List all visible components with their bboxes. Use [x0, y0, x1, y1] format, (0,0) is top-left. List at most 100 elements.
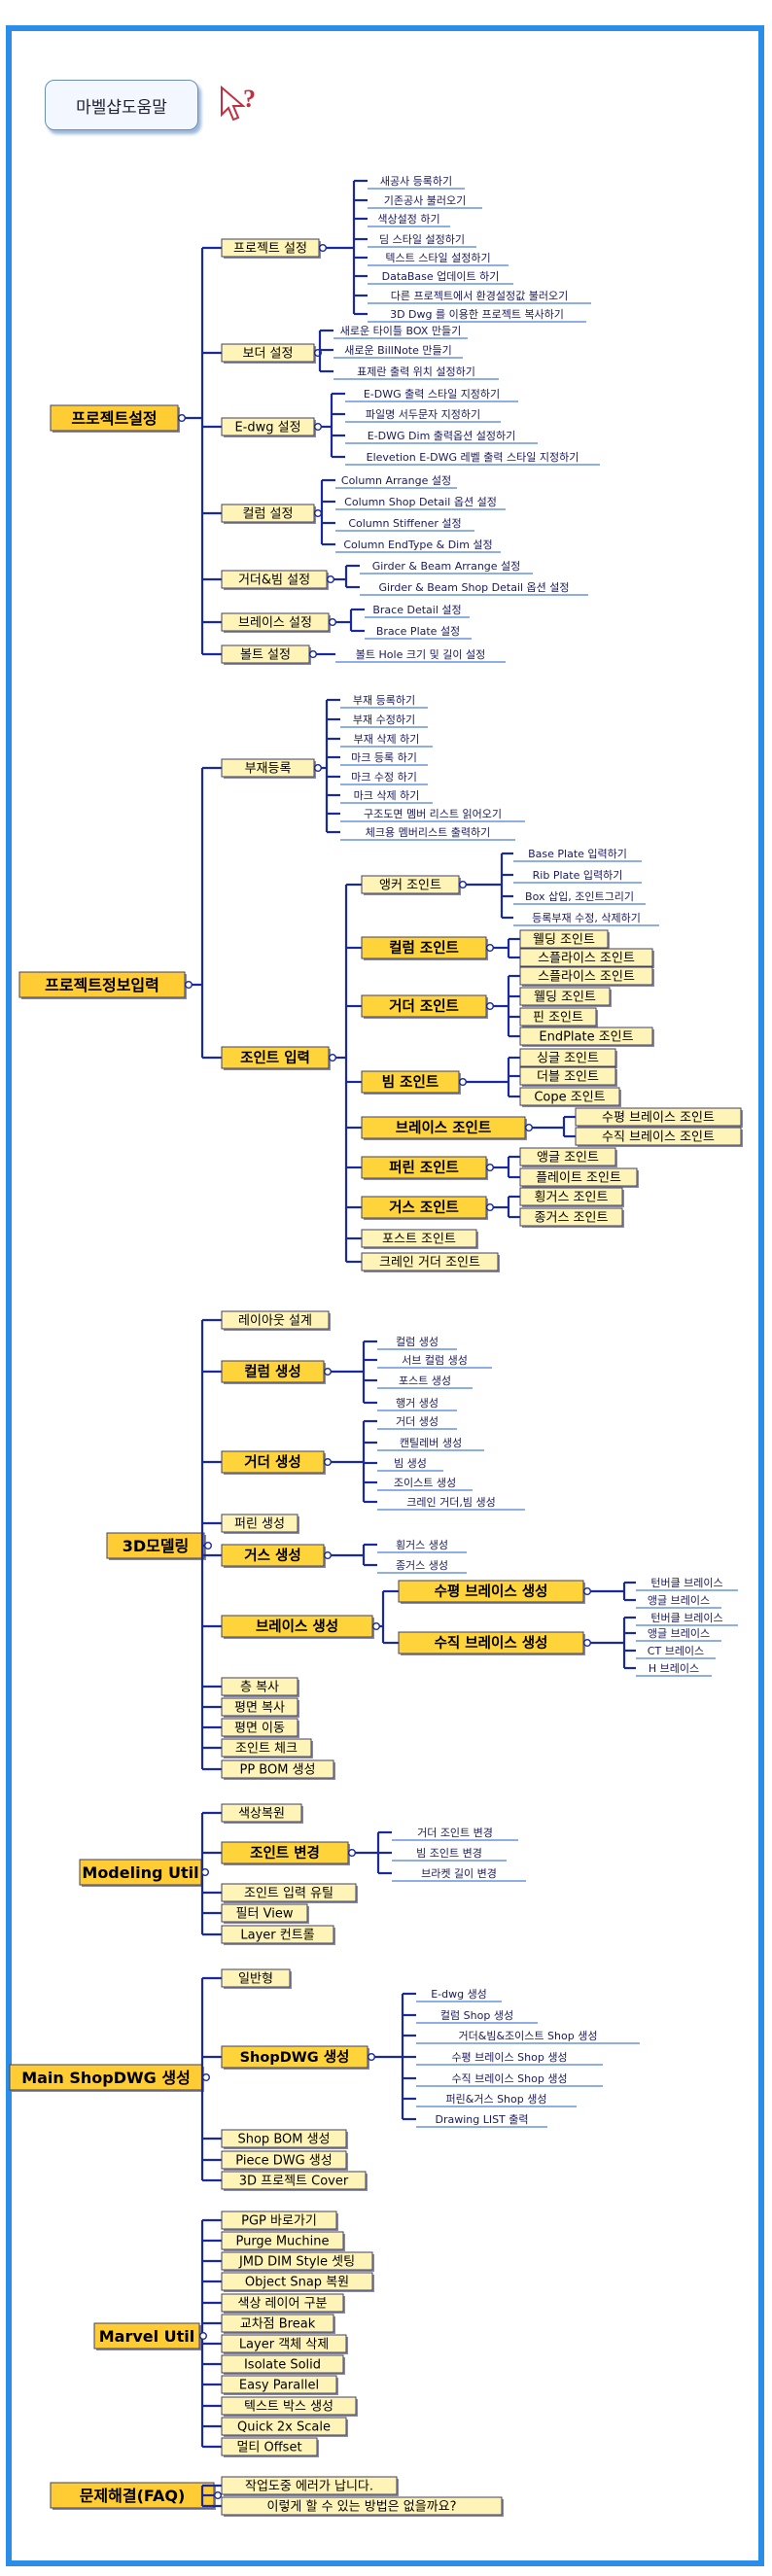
node-e-dwg-출력-스타일-지정하기[interactable]: E-DWG 출력 스타일 지정하기: [345, 387, 518, 402]
node-새로운-billnote-만들기[interactable]: 새로운 BillNote 만들기: [333, 344, 463, 359]
node-부재-수정하기[interactable]: 부재 수정하기: [340, 713, 428, 728]
node-색상설정-하기[interactable]: 색상설정 하기: [368, 212, 450, 227]
node-앵글-브레이스[interactable]: 앵글 브레이스: [636, 1594, 721, 1609]
node-isolate-solid[interactable]: Isolate Solid: [221, 2354, 345, 2375]
node-싱글-조인트[interactable]: 싱글 조인트: [519, 1048, 617, 1068]
node-프로젝트-설정[interactable]: 프로젝트 설정: [221, 238, 321, 259]
node-빔-생성[interactable]: 빔 생성: [377, 1457, 443, 1472]
node-layer-컨트롤[interactable]: Layer 컨트롤: [221, 1925, 335, 1945]
node-수직-브레이스-shop-생성[interactable]: 수직 브레이스 Shop 생성: [416, 2072, 603, 2087]
node-거더-빔-설정[interactable]: 거더&빔 설정: [221, 570, 329, 590]
node-보더-설정[interactable]: 보더 설정: [221, 343, 316, 364]
node-마크-등록-하기[interactable]: 마크 등록 하기: [340, 750, 428, 766]
node-거더-빔-조이스트-shop-생성[interactable]: 거더&빔&조이스트 Shop 생성: [416, 2030, 640, 2044]
node-기존공사-불러오기[interactable]: 기존공사 불러오기: [368, 194, 482, 209]
node-등록부재-수정-삭제하기[interactable]: 등록부재 수정, 삭제하기: [513, 911, 659, 926]
node-브레이스-조인트[interactable]: 브레이스 조인트: [361, 1116, 527, 1140]
node-object-snap-복원[interactable]: Object Snap 복원: [221, 2272, 374, 2292]
node-브레이스-설정[interactable]: 브레이스 설정: [221, 612, 331, 633]
node-거스-조인트[interactable]: 거스 조인트: [361, 1196, 488, 1220]
node-앵글-브레이스[interactable]: 앵글 브레이스: [636, 1627, 721, 1642]
node-cope-조인트[interactable]: Cope 조인트: [519, 1087, 621, 1107]
node-pgp-바로가기[interactable]: PGP 바로가기: [221, 2210, 338, 2231]
node-표제란-출력-위치-설정하기[interactable]: 표제란 출력 위치 설정하기: [333, 365, 499, 380]
node-스플라이스-조인트[interactable]: 스플라이스 조인트: [519, 966, 654, 987]
node-층-복사[interactable]: 층 복사: [221, 1677, 299, 1697]
node-rib-plate-입력하기[interactable]: Rib Plate 입력하기: [513, 868, 642, 884]
node-base-plate-입력하기[interactable]: Base Plate 입력하기: [513, 847, 642, 862]
node-shopdwg-생성[interactable]: ShopDWG 생성: [221, 2045, 369, 2070]
node-브레이스-생성[interactable]: 브레이스 생성: [221, 1615, 374, 1639]
node-layer-객체-삭제[interactable]: Layer 객체 삭제: [221, 2334, 348, 2354]
node-easy-parallel[interactable]: Easy Parallel: [221, 2375, 338, 2395]
node-e-dwg-설정[interactable]: E-dwg 설정: [221, 417, 316, 437]
node-멀티-offset[interactable]: 멀티 Offset: [221, 2437, 319, 2457]
node-거더-조인트[interactable]: 거더 조인트: [361, 994, 488, 1019]
node-구조도면-멤버-리스트-읽어오기[interactable]: 구조도면 멤버 리스트 읽어오기: [340, 808, 525, 822]
node-3d-dwg-를-이용한-프로젝트-복사하기[interactable]: 3D Dwg 를 이용한 프로젝트 복사하기: [368, 307, 586, 323]
node-크레인-거더-빔-생성[interactable]: 크레인 거더,빔 생성: [377, 1496, 525, 1511]
node-shop-bom-생성[interactable]: Shop BOM 생성: [221, 2129, 348, 2149]
node-횡거스-조인트[interactable]: 횡거스 조인트: [519, 1187, 624, 1207]
node-부재-등록하기[interactable]: 부재 등록하기: [340, 693, 428, 709]
node-부재-삭제-하기[interactable]: 부재 삭제 하기: [340, 732, 433, 748]
node-수평-브레이스-생성[interactable]: 수평 브레이스 생성: [398, 1580, 585, 1604]
node-컬럼-생성[interactable]: 컬럼 생성: [221, 1360, 326, 1384]
node-평면-복사[interactable]: 평면 복사: [221, 1697, 299, 1718]
node-앵커-조인트[interactable]: 앵커 조인트: [361, 875, 461, 895]
node-포스트-생성[interactable]: 포스트 생성: [377, 1375, 473, 1389]
node-column-shop-detail-옵션-설정[interactable]: Column Shop Detail 옵션 설정: [335, 496, 506, 510]
node-3d-프로젝트-cover[interactable]: 3D 프로젝트 Cover: [221, 2171, 368, 2191]
node-ct-브레이스[interactable]: CT 브레이스: [636, 1645, 716, 1659]
node-column-stiffener-설정[interactable]: Column Stiffener 설정: [335, 517, 474, 532]
node-이렇게-할-수-있는-방법은-없을까요[interactable]: 이렇게 할 수 있는 방법은 없을까요?: [221, 2496, 504, 2517]
node-e-dwg-dim-출력옵션-설정하기[interactable]: E-DWG Dim 출력옵션 설정하기: [345, 429, 538, 444]
node-교차점-break[interactable]: 교차점 Break: [221, 2314, 335, 2334]
node-스플라이스-조인트[interactable]: 스플라이스 조인트: [519, 948, 654, 968]
node-수평-브레이스-shop-생성[interactable]: 수평 브레이스 Shop 생성: [416, 2051, 603, 2066]
node-크레인-거더-조인트[interactable]: 크레인 거더 조인트: [361, 1252, 500, 1272]
node-딤-스타일-설정하기[interactable]: 딤 스타일 설정하기: [368, 232, 476, 248]
node-새공사-등록하기[interactable]: 새공사 등록하기: [368, 174, 465, 190]
node-marvel-util[interactable]: Marvel Util: [93, 2322, 201, 2350]
node-앵글-조인트[interactable]: 앵글 조인트: [519, 1147, 617, 1167]
node-컬럼-조인트[interactable]: 컬럼 조인트: [361, 936, 488, 960]
node-거더-조인트-변경[interactable]: 거더 조인트 변경: [392, 1827, 518, 1841]
node-빔-조인트-변경[interactable]: 빔 조인트 변경: [392, 1847, 507, 1862]
node-column-endtype-dim-설정[interactable]: Column EndType & Dim 설정: [335, 539, 501, 553]
node-pp-bom-생성[interactable]: PP BOM 생성: [221, 1759, 335, 1780]
node-필터-view[interactable]: 필터 View: [221, 1903, 309, 1924]
node-piece-dwg-생성[interactable]: Piece DWG 생성: [221, 2150, 348, 2171]
node-elevetion-e-dwg-레벨-출력-스타일-지정하기[interactable]: Elevetion E-DWG 레벨 출력 스타일 지정하기: [345, 450, 600, 466]
node-웰딩-조인트[interactable]: 웰딩 조인트: [519, 987, 612, 1007]
node-문제해결-faq[interactable]: 문제해결(FAQ): [50, 2482, 216, 2510]
node-색상-레이어-구분[interactable]: 색상 레이어 구분: [221, 2293, 345, 2314]
node-거더-생성[interactable]: 거더 생성: [377, 1415, 457, 1430]
node-jmd-dim-style-셋팅[interactable]: JMD DIM Style 셋팅: [221, 2251, 374, 2272]
node-턴버클-브레이스[interactable]: 턴버클 브레이스: [636, 1612, 738, 1626]
node-브라켓-길이-변경[interactable]: 브라켓 길이 변경: [392, 1867, 526, 1882]
node-종거스-조인트[interactable]: 종거스 조인트: [519, 1207, 624, 1228]
node-컬럼-shop-생성[interactable]: 컬럼 Shop 생성: [416, 2009, 538, 2024]
node-box-삽입-조인트그리기[interactable]: Box 삽입, 조인트그리기: [513, 890, 646, 905]
node-endplate-조인트[interactable]: EndPlate 조인트: [519, 1027, 654, 1047]
node-수직-브레이스-생성[interactable]: 수직 브레이스 생성: [398, 1631, 585, 1655]
node-부재등록[interactable]: 부재등록: [221, 758, 316, 779]
node-종거스-생성[interactable]: 종거스 생성: [377, 1559, 467, 1574]
node-포스트-조인트[interactable]: 포스트 조인트: [361, 1229, 478, 1249]
node-quick-2x-scale[interactable]: Quick 2x Scale: [221, 2417, 348, 2437]
node-수평-브레이스-조인트[interactable]: 수평 브레이스 조인트: [575, 1107, 743, 1128]
node-조이스트-생성[interactable]: 조이스트 생성: [377, 1477, 473, 1491]
node-서브-컬럼-생성[interactable]: 서브 컬럼 생성: [377, 1354, 492, 1369]
node-마크-삭제-하기[interactable]: 마크 삭제 하기: [340, 788, 433, 804]
node-색상복원[interactable]: 색상복원: [221, 1803, 303, 1824]
node-행거-생성[interactable]: 행거 생성: [377, 1397, 457, 1411]
node-다른-프로젝트에서-환경설정값-불러오기[interactable]: 다른 프로젝트에서 환경설정값 불러오기: [368, 290, 591, 304]
node-modeling-util[interactable]: Modeling Util: [79, 1859, 203, 1887]
node-빔-조인트[interactable]: 빔 조인트: [361, 1070, 461, 1095]
node-main-shopdwg-생성[interactable]: Main ShopDWG 생성: [9, 2064, 204, 2092]
node-캔틸레버-생성[interactable]: 캔틸레버 생성: [377, 1437, 484, 1451]
node-파일명-서두문자-지정하기[interactable]: 파일명 서두문자 지정하기: [345, 407, 501, 423]
node-database-업데이트-하기[interactable]: DataBase 업데이트 하기: [368, 269, 513, 285]
node-h-브레이스[interactable]: H 브레이스: [636, 1662, 712, 1677]
